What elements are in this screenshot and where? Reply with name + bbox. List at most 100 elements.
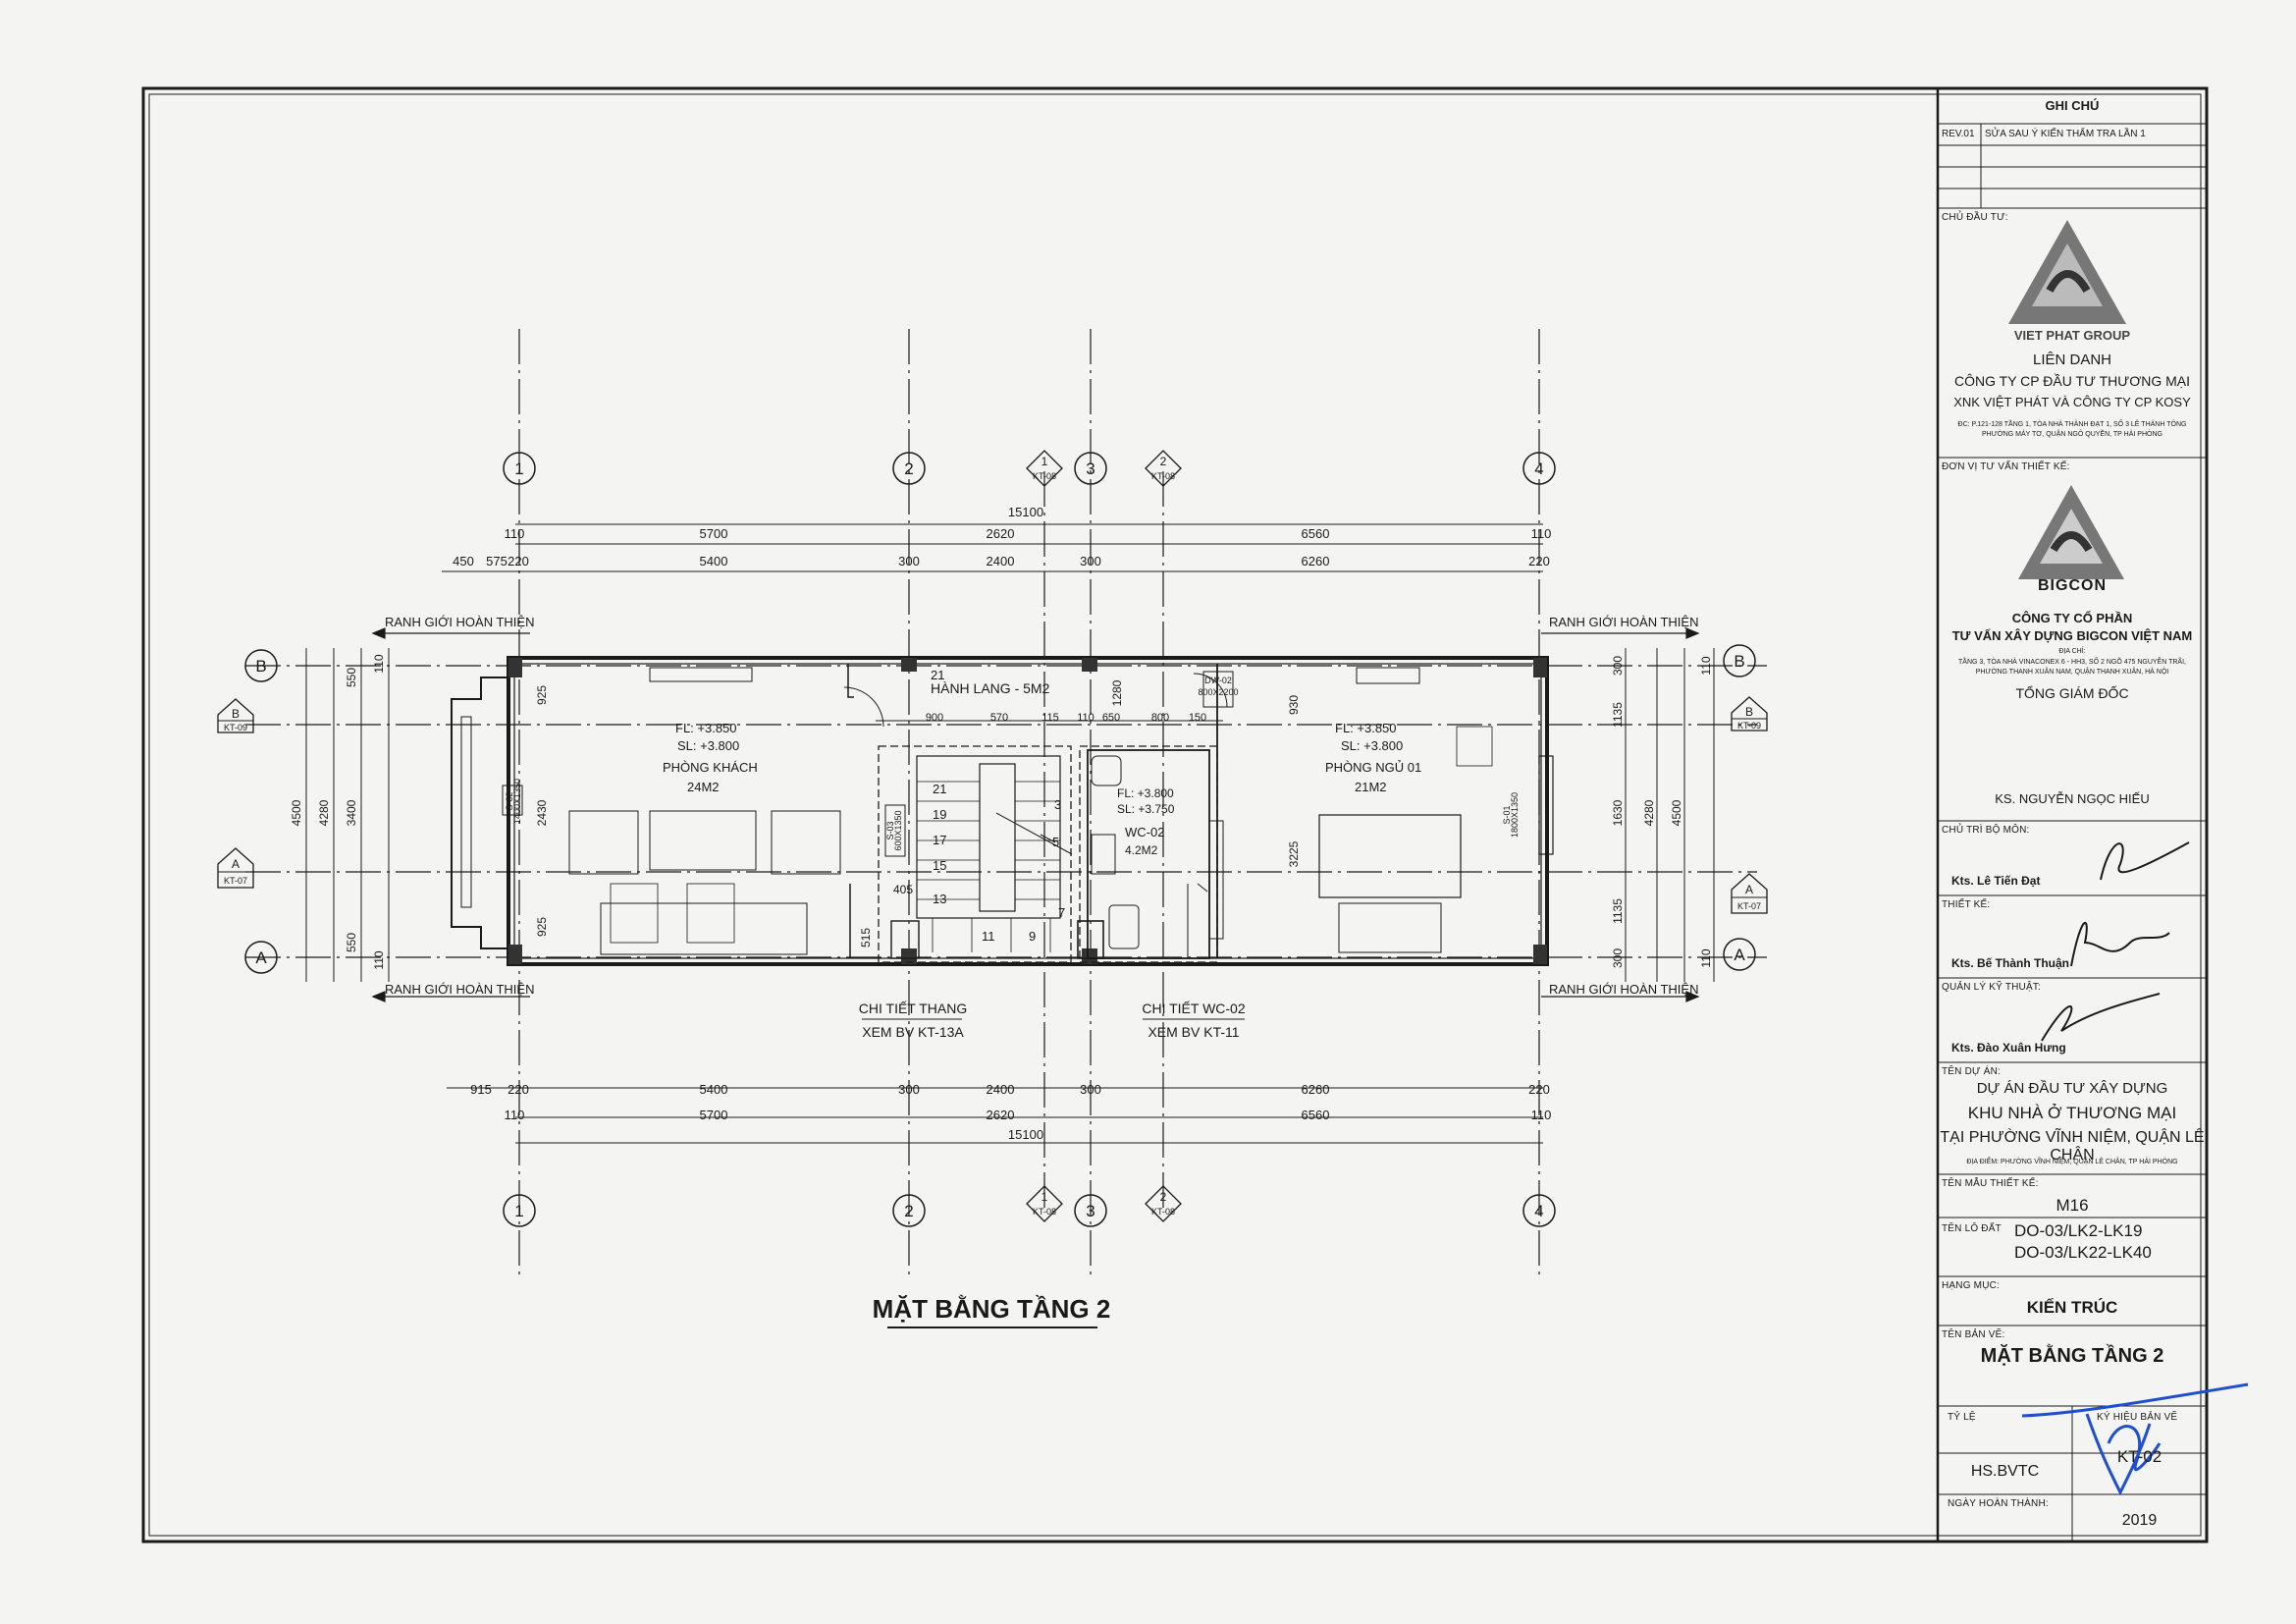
living-sl: SL: +3.800 — [677, 738, 739, 753]
door-size: 1400X1350 — [512, 779, 522, 824]
drawing-value: MẶT BẰNG TẦNG 2 — [1980, 1345, 2164, 1367]
bedroom-tv — [1356, 667, 1420, 684]
outer-wall — [507, 656, 1549, 966]
tech-label: QUẢN LÝ KỸ THUẬT: — [1942, 982, 2042, 993]
tv-console — [649, 667, 753, 682]
window-s02 — [502, 785, 523, 816]
grid-bubble-a-left: A — [244, 941, 278, 974]
stair-shaft-box — [890, 920, 920, 959]
dim-text: 550 — [345, 668, 358, 687]
owner-line: LIÊN DANH — [2032, 352, 2112, 368]
dim-text: 300 — [1080, 1082, 1101, 1097]
svg-text:B: B — [1745, 705, 1753, 719]
dim-text: 110 — [1531, 526, 1552, 541]
svg-text:A: A — [1745, 883, 1753, 896]
dim-text: 110 — [505, 526, 525, 541]
wc-window — [1091, 834, 1116, 875]
grid-bubble-a-right: A — [1723, 938, 1756, 971]
sheet-no-value: KT-02 — [2116, 1447, 2163, 1466]
stair-number: 15 — [933, 858, 946, 873]
model-value: M16 — [2056, 1196, 2089, 1215]
stair-number: 3 — [1054, 797, 1061, 812]
grid-bubble-2-top: 2 — [892, 452, 926, 485]
dim-text: 5400 — [700, 554, 728, 568]
door-tags: S-02 1400X1350 DW-02 800X2200 S-03 600X1… — [505, 676, 1520, 851]
project-line: TẠI PHƯỜNG VĨNH NIỆM, QUẬN LÊ CHÂN — [1940, 1129, 2205, 1164]
boundary-label: RANH GIỚI HOÀN THIỆN — [385, 982, 534, 997]
dim-text: 110 — [505, 1108, 525, 1122]
dim-text: 110 — [372, 654, 386, 673]
year-value: 2019 — [2121, 1512, 2158, 1529]
dim-text: 300 — [898, 554, 920, 568]
door-swing — [1193, 673, 1228, 708]
grid-bubble-4-top: 4 — [1522, 452, 1556, 485]
notes-header: GHI CHÚ — [2045, 98, 2100, 113]
dim-text: 300 — [1611, 656, 1625, 676]
dim-text: 110 — [1699, 948, 1713, 967]
grid-bubble-3-top: 3 — [1074, 452, 1107, 485]
dim-text: 2620 — [987, 526, 1015, 541]
stair-number: 19 — [933, 807, 946, 822]
project-line: DỰ ÁN ĐẦU TƯ XÂY DỰNG — [1976, 1080, 2168, 1097]
boundary-label: RANH GIỚI HOÀN THIỆN — [1549, 615, 1698, 629]
window-s03 — [884, 804, 906, 857]
dim-text: 115 — [1041, 712, 1059, 724]
dim-text: 15100 — [1008, 1127, 1043, 1142]
svg-text:KT-08: KT-08 — [1151, 1207, 1175, 1217]
dim-text: 515 — [859, 928, 873, 947]
scale-label: TỶ LỆ — [1948, 1412, 1976, 1423]
head-label: CHỦ TRÌ BỘ MÔN: — [1942, 825, 2030, 836]
dim-text: 1280 — [1110, 679, 1124, 706]
door-tag: S-01 — [1502, 805, 1512, 824]
boundary-label: RANH GIỚI HOÀN THIỆN — [1549, 982, 1698, 997]
dim-text: 220 — [507, 1082, 529, 1097]
wardrobe — [1456, 726, 1493, 767]
dim-text: 405 — [893, 883, 913, 896]
dim-text: 570 — [990, 712, 1008, 724]
blue-approval-signature-icon — [2021, 1382, 2249, 1496]
svg-text:2: 2 — [1160, 455, 1167, 468]
dim-text: 2400 — [987, 1082, 1015, 1097]
stair-well — [916, 755, 1061, 919]
boundary-label: RANH GIỚI HOÀN THIỆN — [385, 615, 534, 629]
tech-name: Kts. Đào Xuân Hưng — [1951, 1041, 2066, 1055]
svg-text:3: 3 — [1086, 460, 1095, 478]
stair-arrow — [995, 812, 1073, 855]
grid-bubble-2-bottom: 2 — [892, 1194, 926, 1227]
dim-text: 6560 — [1302, 526, 1330, 541]
dim-text: 2620 — [987, 1108, 1015, 1122]
consultant-line: CÔNG TY CỔ PHẦN — [2011, 611, 2133, 625]
svg-text:KT-08: KT-08 — [1033, 1207, 1056, 1217]
stair-number: 5 — [1052, 835, 1059, 849]
dim-text: 575 — [486, 554, 507, 568]
dim-text: 4280 — [317, 799, 331, 826]
dim-text: 925 — [535, 685, 549, 705]
director-title: TỔNG GIÁM ĐỐC — [2015, 685, 2129, 701]
lot-label: TÊN LÔ ĐẤT — [1942, 1223, 2002, 1234]
stair-numbers: 21 21 19 17 15 13 11 9 7 5 3 — [931, 668, 1065, 944]
stair-number: 11 — [982, 929, 995, 944]
column — [1082, 658, 1097, 672]
stair-callout-line1: CHI TIẾT THANG — [859, 1001, 967, 1016]
svg-text:3: 3 — [1086, 1202, 1095, 1220]
sofa-figure — [610, 883, 659, 944]
column — [1082, 948, 1097, 964]
grid-bubble-1-bottom: 1 — [503, 1194, 536, 1227]
sheet-frame-inner — [148, 93, 2202, 1537]
dim-text: 110 — [1531, 1108, 1552, 1122]
floor-plan — [245, 329, 1767, 1276]
section-mark-b-right: BKT-09 — [1731, 696, 1768, 731]
lot-value: DO-03/LK2-LK19 — [2014, 1221, 2143, 1240]
living-area: 24M2 — [687, 780, 720, 794]
dim-text: 800 — [1151, 712, 1169, 724]
stair-callout-line2: XEM BV KT-13A — [862, 1024, 964, 1040]
vertical-dimension-texts: 4500 4280 550 3400 550 110 925 2430 925 … — [290, 654, 1713, 969]
owner-label: CHỦ ĐẦU TƯ: — [1942, 212, 2008, 223]
wc-door-frame — [1208, 820, 1224, 940]
boundary-lines — [371, 627, 1700, 1002]
dim-text: 650 — [1102, 712, 1120, 724]
stair-number: 7 — [1058, 905, 1065, 920]
wc-sl: SL: +3.750 — [1117, 802, 1175, 816]
svg-text:1: 1 — [1041, 455, 1048, 468]
section-mark-1-bottom: 1KT-08 — [1026, 1185, 1063, 1222]
